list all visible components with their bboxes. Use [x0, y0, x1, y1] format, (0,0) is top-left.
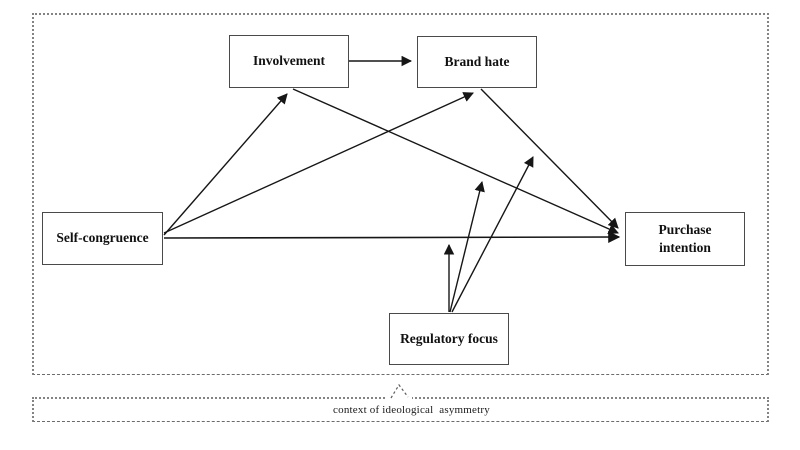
node-regulatory-focus-label: Regulatory focus: [400, 330, 498, 346]
node-self-congruence-label: Self-congruence: [56, 230, 149, 246]
node-involvement: Involvement: [229, 35, 349, 88]
context-strip: context of ideological asymmetry: [32, 397, 769, 422]
node-brand-hate-label: Brand hate: [444, 53, 510, 69]
node-purchase-intention-label: Purchase intention: [658, 221, 712, 255]
model-frame: [32, 13, 769, 375]
node-involvement-label: Involvement: [253, 53, 325, 69]
node-brand-hate: Brand hate: [417, 36, 537, 88]
node-purchase-intention: Purchase intention: [625, 212, 745, 266]
context-strip-label: context of ideological asymmetry: [333, 404, 490, 416]
node-regulatory-focus: Regulatory focus: [389, 313, 509, 365]
node-self-congruence: Self-congruence: [42, 212, 163, 265]
